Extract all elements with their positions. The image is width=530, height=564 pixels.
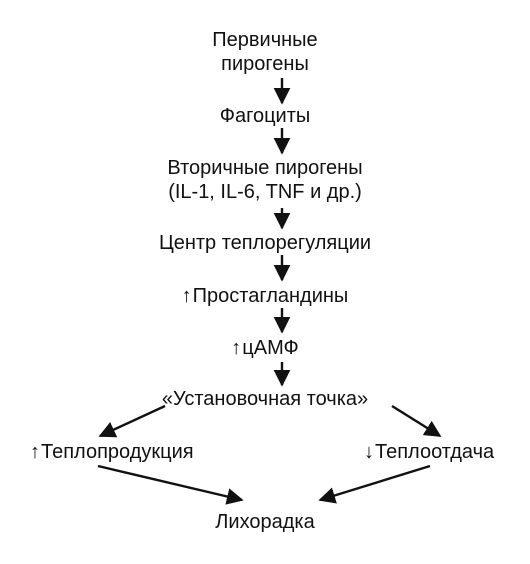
arrow-setpoint-to-heat-production xyxy=(98,404,166,438)
node-secondary-pyrogens-line2: (IL-1, IL-6, TNF и др.) xyxy=(168,181,362,203)
node-set-point-label: «Установочная точка» xyxy=(161,388,369,410)
node-primary-pyrogens-line1: Первичные xyxy=(212,29,318,51)
up-arrow-icon: ↑ xyxy=(231,337,242,359)
arrow-setpoint-to-heat-loss xyxy=(391,404,442,438)
node-phagocytes-label: Фагоциты xyxy=(219,105,311,127)
node-set-point: «Установочная точка» xyxy=(0,387,530,411)
node-heat-production-label: Теплопродукция xyxy=(41,441,194,463)
node-prostaglandins: ↑Простагландины xyxy=(0,284,530,308)
node-heat-loss-label: Теплоотдача xyxy=(375,441,495,463)
up-arrow-icon: ↑ xyxy=(30,441,40,463)
arrow-heat-production-to-fever xyxy=(97,464,244,505)
node-primary-pyrogens-line2: пирогены xyxy=(221,53,309,75)
node-prostaglandins-label: Простагландины xyxy=(192,285,349,307)
node-thermoregulation-center-label: Центр теплорегуляции xyxy=(158,232,372,254)
node-secondary-pyrogens: Вторичные пирогены (IL-1, IL-6, TNF и др… xyxy=(0,156,530,204)
node-primary-pyrogens: Первичные пирогены xyxy=(0,28,530,76)
node-camp-label: цАМФ xyxy=(242,337,299,359)
node-heat-production: ↑Теплопродукция xyxy=(30,440,194,464)
node-secondary-pyrogens-line1: Вторичные пирогены xyxy=(167,157,363,179)
node-camp: ↑цАМФ xyxy=(0,336,530,360)
node-fever-label: Лихорадка xyxy=(215,511,315,533)
arrow-heat-loss-to-fever xyxy=(318,464,431,504)
down-arrow-icon: ↓ xyxy=(364,441,374,463)
node-fever: Лихорадка xyxy=(0,510,530,534)
up-arrow-icon: ↑ xyxy=(181,285,192,307)
node-heat-loss: ↓Теплоотдача xyxy=(364,440,494,464)
node-phagocytes: Фагоциты xyxy=(0,104,530,128)
node-thermoregulation-center: Центр теплорегуляции xyxy=(0,231,530,255)
